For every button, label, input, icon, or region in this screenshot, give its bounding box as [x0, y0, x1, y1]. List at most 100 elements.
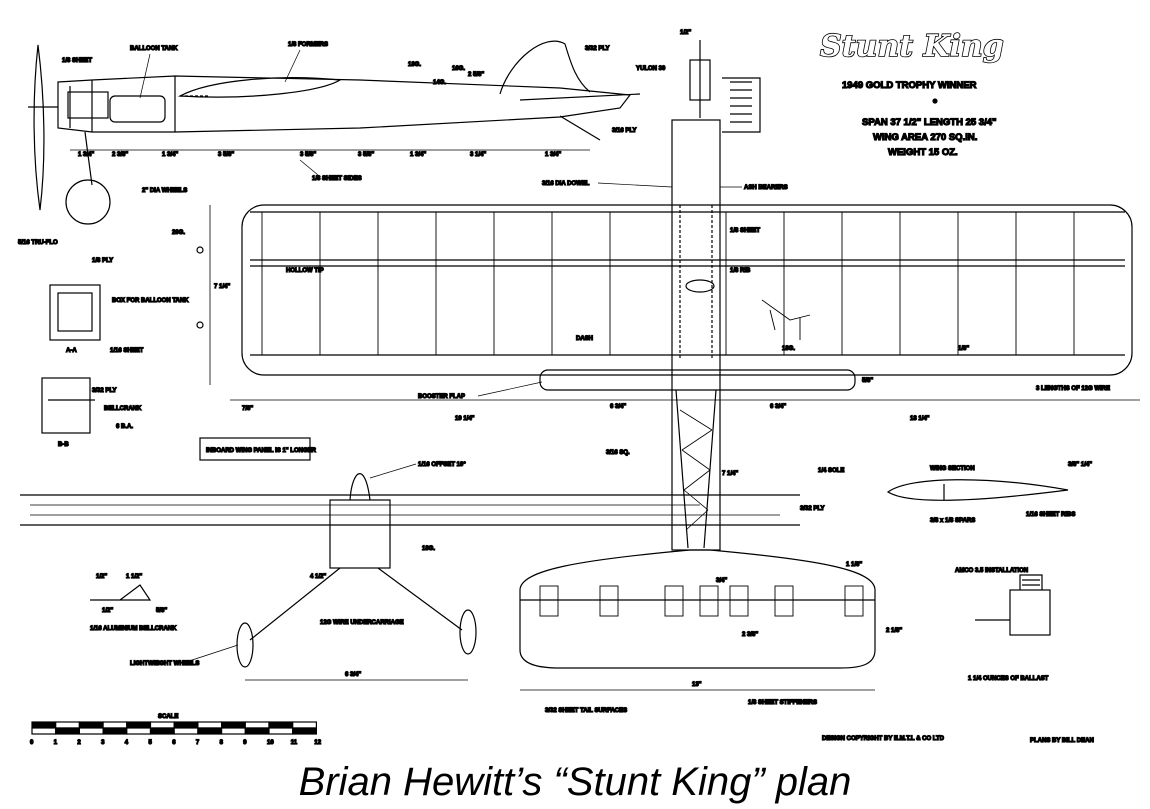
label-sheet-1-16: 1/16 SHEET [110, 348, 144, 354]
leader-line [597, 182, 673, 188]
label-stiffeners: 1/8 SHEET STIFFENERS [748, 700, 817, 706]
nose-top-view: YULON 30 1/2" [635, 29, 761, 133]
wing-plan-view: 7 1/4" 7/8" 19 1/4" 18 1/4" 6 3/4" 6 3/4… [171, 119, 1140, 551]
dim-bell-d: 1/2" [102, 608, 113, 614]
leader-line [284, 49, 301, 83]
scale-tick-label: 10 [267, 740, 274, 746]
tail-stiffener [729, 585, 749, 617]
scale-segment [197, 727, 223, 735]
label-dash: DASH [576, 336, 593, 342]
scale-segment [126, 721, 152, 729]
fus-dim: 3 5/8" [358, 152, 374, 158]
fus-dim: 2 3/8" [112, 152, 128, 158]
label-sheet-sides: 1/8 SHEET SIDES [312, 176, 362, 182]
label-copyright: DESIGN COPYRIGHT BY E.M.T.L & CO LTD [822, 736, 945, 742]
section-details: 1/8 PLY BOX FOR BALLOON TANK 1/16 SHEET … [41, 257, 317, 461]
label-spars: 3/8 x 1/8 SPARS [930, 518, 975, 524]
scale-tick-label: 8 [220, 740, 224, 746]
scale-tick-label: 1 [54, 740, 58, 746]
dim-flap-r: 6 3/4" [770, 404, 786, 410]
wheel-side [65, 179, 111, 225]
scale-segment [149, 727, 175, 735]
fus-dim: 1 3/4" [78, 152, 94, 158]
dim-nose: 1/2" [680, 30, 691, 36]
dim-uc-track: 6 3/4" [345, 672, 361, 678]
uc-leg-right [377, 567, 463, 631]
tailboom-plan: 3/16 SQ. 7 1/4" [605, 389, 739, 549]
fus-dim: 1 3/4" [545, 152, 561, 158]
scale-segment [292, 727, 318, 735]
front-view: 6 3/4" 4 1/2" 1/16 OFFSET 10° 3/32 PLY 1… [20, 461, 825, 681]
tail-stiffener [539, 585, 559, 617]
scale-segment [31, 721, 57, 729]
label-wing-section: WING SECTION [930, 466, 975, 472]
wing-outline [241, 204, 1133, 376]
bellcrank-mount [685, 279, 715, 293]
label-ply-3-16: 3/16 PLY [612, 128, 636, 134]
tail-stiffener [699, 585, 719, 617]
label-ply-1-8: 1/8 PLY [92, 258, 113, 264]
label-sheet-ribs: 1/16 SHEET RIBS [1026, 512, 1075, 518]
label-plans-by: PLANS BY BILL DEAN [1030, 738, 1094, 744]
label-light-wheels: LIGHTWEIGHT WHEELS [130, 661, 199, 667]
dim-flap-l: 6 3/4" [610, 404, 626, 410]
line-eyelet [196, 246, 204, 254]
booster-flap [539, 369, 856, 391]
label-3-16-sq: 3/16 SQ. [606, 450, 630, 456]
dim-tail-len: 7 1/4" [722, 471, 738, 477]
label-ply-tail: 3/32 PLY [800, 506, 824, 512]
dim-fin-height: 2 5/8" [468, 72, 484, 78]
label-sheet-top: 1/8 SHEET [62, 58, 92, 64]
label-booster-flap: BOOSTER FLAP [418, 394, 465, 400]
scale-segment [102, 727, 128, 735]
dim-flap-depth: 5/8" [862, 378, 873, 384]
balloon-tank-side [109, 95, 166, 123]
label-inboard-note: INBOARD WING PANEL IS 1" LONGER [206, 448, 317, 454]
scale-segment [173, 721, 199, 729]
wing-root-airfoil [177, 77, 342, 98]
dim-section-top: 3/8" 1/4" [1068, 462, 1092, 468]
label-dia-wheels: 2" DIA WHEELS [142, 188, 187, 194]
airfoil-section [886, 479, 1069, 501]
label-formers: 1/8 FORMERS [288, 42, 328, 48]
tailboom-truss [679, 409, 713, 531]
label-18g-wing: 18G. [782, 346, 795, 352]
engine-cylinder [1019, 574, 1043, 590]
scale-segment [268, 721, 294, 729]
label-section-bb: B-B [58, 442, 69, 448]
engine-cylinder-fins [722, 77, 761, 133]
dim-wing-chord: 7 1/4" [214, 284, 230, 290]
label-18g-uc: 18G. [422, 546, 435, 552]
stunt-king-plan-drawing: Stunt King 1949 GOLD TROPHY WINNER SPAN … [17, 28, 1140, 747]
dim-gap: 1/8" [958, 346, 969, 352]
scale-segment [244, 721, 270, 729]
spec-weight: WEIGHT 15 OZ. [888, 147, 958, 158]
label-ballast: 1 1/4 OUNCES OF BALLAST [968, 676, 1049, 682]
dim-bell-b: 1 1/2" [126, 574, 142, 580]
stab-side [519, 93, 641, 101]
scale-segment [197, 721, 223, 729]
tailplane-outline [519, 549, 876, 669]
scale-tick-label: 4 [125, 740, 129, 746]
scale-tick-label: 3 [101, 740, 105, 746]
tail-stiffener [599, 585, 619, 617]
fus-dim: 3 5/8" [218, 152, 234, 158]
fus-dim: 3 1/4" [470, 152, 486, 158]
scale-segment [78, 727, 104, 735]
label-amco: AMCO 3.5 INSTALLATION [955, 568, 1028, 574]
scale-segment [244, 727, 270, 735]
scale-tick-label: 6 [172, 740, 176, 746]
spec-wing-area: WING AREA 270 SQ.IN. [873, 132, 977, 143]
label-sole: 1/4 SOLE [818, 468, 844, 474]
scale-segment [268, 727, 294, 735]
dim-stab-gap: 3/4" [716, 578, 727, 584]
label-tail-surfaces: 3/32 SHEET TAIL SURFACES [545, 708, 627, 714]
section-aa-inner [57, 292, 93, 332]
dim-stab-chord: 2 3/8" [742, 632, 758, 638]
bellcrank-detail: 1/2" 1 1/2" 1/2" 5/8" 1/16 ALUMINIUM BEL… [89, 573, 177, 632]
fuselage-formers [69, 76, 176, 132]
leader-line [369, 463, 417, 479]
label-ply-top: 3/32 PLY [585, 46, 609, 52]
label-6ba: 6 B.A. [116, 424, 133, 430]
scale-tick-label: 0 [30, 740, 34, 746]
